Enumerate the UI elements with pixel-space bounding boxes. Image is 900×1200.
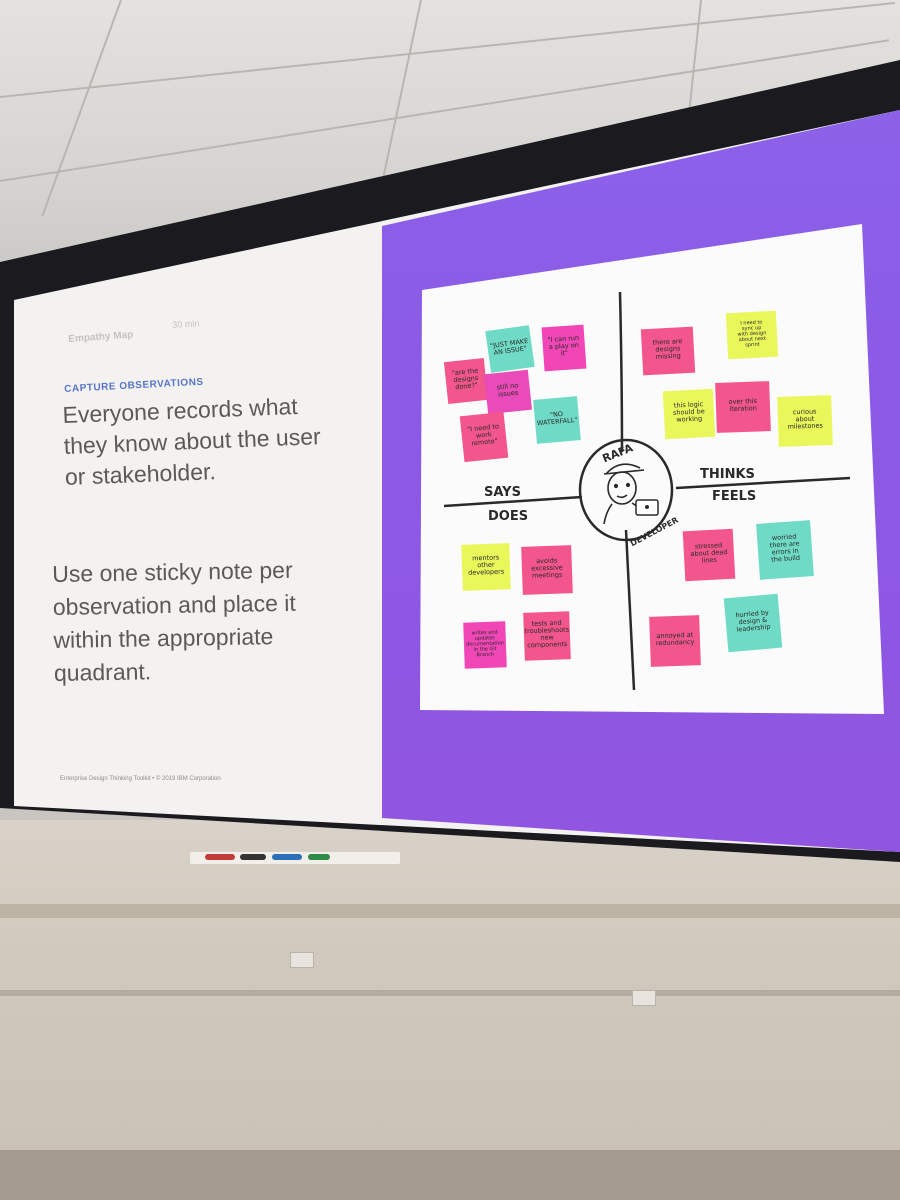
sticky-note: stressedabout deadlines — [682, 528, 736, 582]
axis-vertical-bottom — [624, 529, 636, 691]
slide-footer: Enterprise Design Thinking Toolkit • © 2… — [60, 776, 221, 782]
sticky-note-text: "I can runa play onit" — [547, 334, 580, 358]
marker[interactable] — [272, 854, 302, 860]
sticky-note-text: worriedthere areerrors inthe build — [769, 532, 801, 563]
sticky-note-text: "are thedesignsdone?" — [452, 367, 480, 392]
sticky-note: over thisiteration — [715, 381, 771, 433]
sticky-note-text: "NOWATERFALL" — [536, 409, 578, 428]
persona-circle — [578, 438, 674, 542]
sticky-note-paper — [723, 593, 783, 653]
quadrant-thinks-label: THINKS — [700, 467, 755, 482]
quadrant-does-label: DOES — [488, 509, 528, 524]
apple-logo-icon — [645, 505, 649, 509]
sticky-note-paper — [662, 388, 716, 440]
sticky-note: "JUST MAKEAN ISSUE" — [485, 325, 535, 373]
sticky-note-text: annoyed atredundancy — [655, 631, 694, 647]
sticky-note-text: hurried bydesign &leadership — [735, 608, 771, 633]
sticky-notes: "are thedesignsdone?""JUST MAKEAN ISSUE"… — [443, 310, 833, 669]
sticky-note: still noissues — [484, 369, 532, 415]
persona-drawing — [603, 463, 647, 525]
sticky-note-text: over thisiteration — [728, 397, 758, 413]
sticky-note: avoidsexcessivemeetings — [521, 545, 573, 595]
sticky-note: there aredesignsmissing — [640, 326, 696, 376]
sticky-note-text: tests andtroubleshootsnewcomponents — [524, 618, 570, 649]
sticky-note: "I can runa play onit" — [541, 324, 587, 372]
sticky-note-paper — [649, 615, 701, 667]
sticky-note-text: writes andupdatesdocumentationin the Git… — [466, 629, 505, 658]
sticky-note: "are thedesignsdone?" — [443, 358, 489, 404]
sticky-note: tests andtroubleshootsnewcomponents — [523, 611, 571, 661]
sticky-note-paper — [463, 621, 507, 669]
sticky-note: writes andupdatesdocumentationin the Git… — [463, 621, 507, 669]
sticky-note-paper — [725, 310, 779, 360]
sticky-note-paper — [484, 369, 532, 415]
sticky-note-text: there aredesignsmissing — [652, 337, 683, 361]
quadrant-says-label: SAYS — [484, 485, 521, 500]
wall-outlet — [290, 952, 314, 968]
sticky-note-paper — [756, 520, 814, 580]
sticky-note: curiousaboutmilestones — [777, 395, 833, 447]
sticky-note-text: mentorsotherdevelopers — [468, 553, 505, 577]
sticky-note-text: curiousaboutmilestones — [787, 407, 824, 431]
sticky-note-text: "I need toworkremote" — [467, 422, 501, 448]
wall-rail — [0, 990, 900, 996]
sticky-note-paper — [443, 358, 489, 404]
sticky-note-paper — [521, 545, 573, 595]
marker[interactable] — [308, 854, 330, 860]
sticky-note: worriedthere areerrors inthe build — [756, 520, 814, 580]
sticky-note-paper — [640, 326, 696, 376]
sticky-note-text: this logicshould beworking — [672, 400, 705, 424]
sticky-note: "I need toworkremote" — [459, 411, 509, 463]
wall — [0, 820, 900, 1200]
sticky-note-text: stressedabout deadlines — [690, 541, 728, 565]
sticky-note-paper — [682, 528, 736, 582]
axis-horizontal-right — [675, 476, 851, 490]
marker[interactable] — [205, 854, 235, 860]
sticky-note: hurried bydesign &leadership — [723, 593, 783, 653]
sticky-note-text: avoidsexcessivemeetings — [531, 556, 563, 579]
quadrant-feels-label: FEELS — [712, 489, 756, 504]
wall-outlet — [632, 990, 656, 1006]
sticky-note-paper — [715, 381, 771, 433]
persona-role: DEVELOPER — [629, 515, 680, 548]
wall-rail — [0, 904, 900, 918]
sticky-note-text: I need tosync upwith designabout nextspr… — [737, 319, 767, 348]
sticky-note-paper — [533, 396, 581, 444]
sticky-note-text: still noissues — [496, 381, 519, 398]
sticky-note-paper — [485, 325, 535, 373]
sticky-note-paper — [541, 324, 587, 372]
sticky-note: annoyed atredundancy — [649, 615, 701, 667]
sticky-note-paper — [777, 395, 833, 447]
axis-horizontal-left — [443, 495, 583, 508]
axis-vertical-top — [618, 291, 624, 453]
sticky-note-paper — [461, 543, 511, 591]
sticky-note-paper — [459, 411, 509, 463]
sticky-note-paper — [523, 611, 571, 661]
sticky-note: mentorsotherdevelopers — [461, 543, 511, 591]
wall-baseboard — [0, 1150, 900, 1200]
marker[interactable] — [240, 854, 266, 860]
empathy-map-diagram: RAFA DEVELOPER SAYS DOES THINKS FEELS "a… — [443, 291, 851, 691]
sticky-note: I need tosync upwith designabout nextspr… — [725, 310, 779, 360]
sticky-note: this logicshould beworking — [662, 388, 716, 440]
sticky-note: "NOWATERFALL" — [533, 396, 581, 444]
